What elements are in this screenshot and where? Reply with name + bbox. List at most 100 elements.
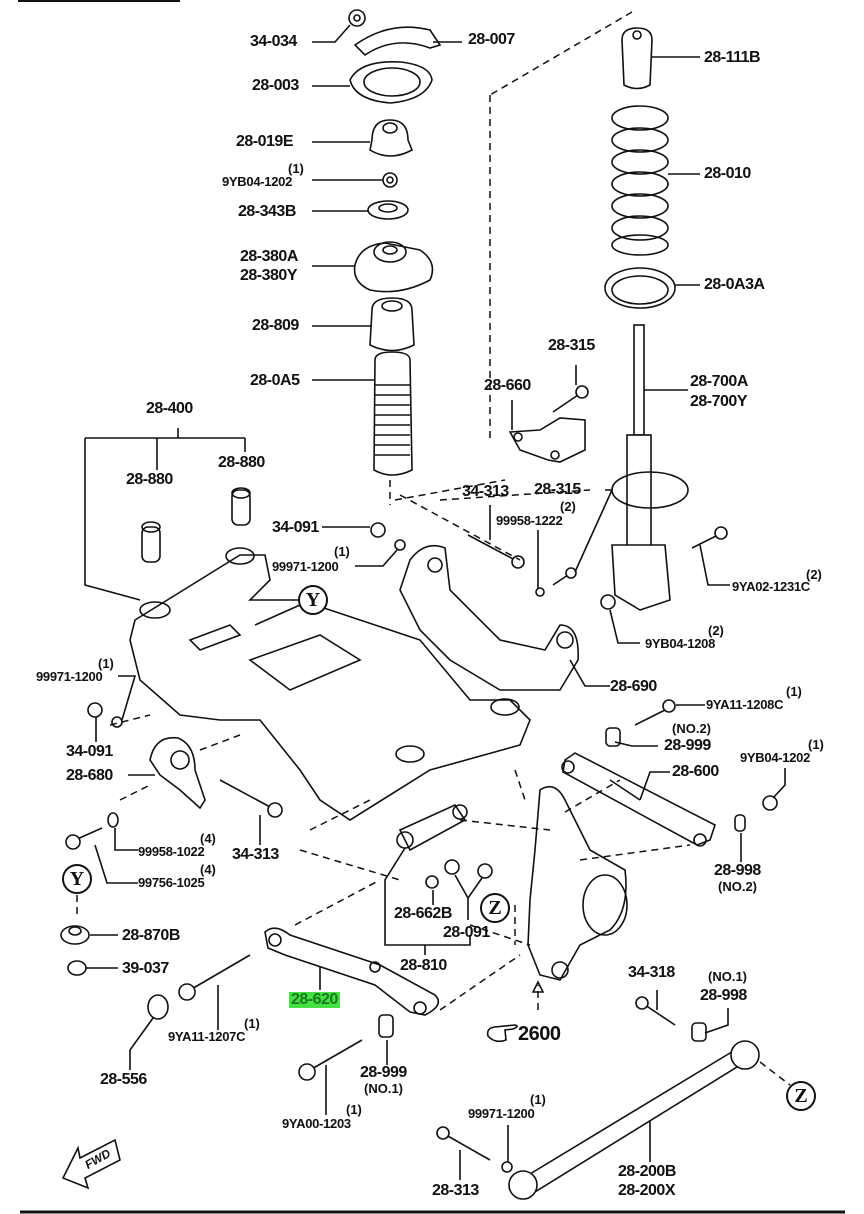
label-28-315-top[interactable]: 28-315 <box>548 337 595 354</box>
label-9YB04-1202-top[interactable]: 9YB04-1202 <box>222 174 292 189</box>
bushing-28-880-right-shape <box>231 487 251 526</box>
label-99958-1022[interactable]: 99958-1022 <box>138 844 205 859</box>
label-28-998-no2[interactable]: 28-998 <box>714 862 761 879</box>
label-99971-1200-top[interactable]: 99971-1200 <box>272 559 339 574</box>
label-9YA02-1231C[interactable]: 9YA02-1231C <box>732 579 810 594</box>
label-28-091[interactable]: 28-091 <box>443 924 490 941</box>
label-34-034[interactable]: 34-034 <box>250 33 297 50</box>
leader-28-091 <box>454 874 483 920</box>
bolt-9YA11-1208C-shape <box>634 699 676 726</box>
qty-9YA00-1203: (1) <box>346 1102 362 1117</box>
bolt-34-318-shape <box>635 996 676 1026</box>
label-28-003[interactable]: 28-003 <box>252 77 299 94</box>
label-28-680[interactable]: 28-680 <box>66 767 113 784</box>
label-28-200B[interactable]: 28-200B <box>618 1163 676 1180</box>
leader-9YB04-1208 <box>609 609 640 644</box>
nut-39-037-shape <box>67 960 87 976</box>
label-99958-1222[interactable]: 99958-1222 <box>496 513 563 528</box>
washer-99958-1022-shape <box>107 812 119 828</box>
label-28-010[interactable]: 28-010 <box>704 165 751 182</box>
arm-28-690-shape <box>399 544 579 691</box>
nut-34-034-shape <box>348 9 366 27</box>
label-9YB04-1202-right[interactable]: 9YB04-1202 <box>740 750 810 765</box>
label-28-556[interactable]: 28-556 <box>100 1071 147 1088</box>
label-28-880-left[interactable]: 28-880 <box>126 471 173 488</box>
label-99971-1200-bottom[interactable]: 99971-1200 <box>468 1106 535 1121</box>
label-28-662B[interactable]: 28-662B <box>394 905 452 922</box>
label-99756-1025[interactable]: 99756-1025 <box>138 875 205 890</box>
label-39-037[interactable]: 39-037 <box>122 960 169 977</box>
label-28-0A5[interactable]: 28-0A5 <box>250 372 300 389</box>
crossmember-28-400-shape <box>129 547 531 821</box>
pointing-hand-icon <box>486 1024 518 1043</box>
label-28-999-no2[interactable]: 28-999 <box>664 737 711 754</box>
bracket-28-007-shape <box>353 26 442 57</box>
label-28-880-right[interactable]: 28-880 <box>218 454 265 471</box>
label-28-380A[interactable]: 28-380A <box>240 248 298 265</box>
label-99971-1200-left[interactable]: 99971-1200 <box>36 669 103 684</box>
bolt-28-315-top-shape <box>552 385 589 413</box>
knuckle-2600-shape <box>527 785 628 981</box>
note-28-998-no1: (NO.1) <box>708 969 747 984</box>
link-28-200-shape <box>508 1040 760 1200</box>
clip-99971-1200-top-shape <box>394 539 406 551</box>
label-9YA00-1203[interactable]: 9YA00-1203 <box>282 1116 351 1131</box>
label-34-313-top[interactable]: 34-313 <box>462 483 509 500</box>
label-28-700Y[interactable]: 28-700Y <box>690 393 748 410</box>
label-34-318[interactable]: 34-318 <box>628 964 675 981</box>
label-9YA11-1208C[interactable]: 9YA11-1208C <box>706 697 784 712</box>
label-28-315-mid[interactable]: 28-315 <box>534 481 581 498</box>
leader-9YB04-1202-right <box>772 768 786 799</box>
label-28-998-no1[interactable]: 28-998 <box>700 987 747 1004</box>
label-28-343B[interactable]: 28-343B <box>238 203 296 220</box>
qty-99971-1200-left: (1) <box>98 656 114 671</box>
label-28-809[interactable]: 28-809 <box>252 317 299 334</box>
label-28-313[interactable]: 28-313 <box>432 1182 479 1199</box>
bolt-9YA00-1203-shape <box>298 1039 363 1081</box>
nut-28-091-b-shape <box>477 863 493 879</box>
label-34-313-left[interactable]: 34-313 <box>232 846 279 863</box>
label-28-019E[interactable]: 28-019E <box>236 133 294 150</box>
qty-99756-1025: (4) <box>200 862 216 877</box>
label-28-007[interactable]: 28-007 <box>468 31 515 48</box>
label-28-620-highlighted[interactable]: 28-620 <box>289 991 340 1008</box>
label-9YA11-1207C[interactable]: 9YA11-1207C <box>168 1029 246 1044</box>
clip-99971-1200-left-shape <box>111 716 123 728</box>
bolt-28-315-mid-shape <box>552 567 577 586</box>
fwd-arrow-icon <box>61 1138 121 1190</box>
label-28-810[interactable]: 28-810 <box>400 957 447 974</box>
label-28-600[interactable]: 28-600 <box>672 763 719 780</box>
callout-z-right: Z <box>786 1081 816 1111</box>
bolt-99756-1025-shape <box>65 827 103 850</box>
seat-28-343B-shape <box>367 200 409 220</box>
leader-28-690 <box>569 659 610 687</box>
label-28-0A3A[interactable]: 28-0A3A <box>704 276 765 293</box>
nut-9YB04-1208-shape <box>600 594 616 610</box>
label-28-700A[interactable]: 28-700A <box>690 373 748 390</box>
leader-34-034 <box>312 24 351 43</box>
label-28-690[interactable]: 28-690 <box>610 678 657 695</box>
bolt-28-313-shape <box>436 1126 491 1161</box>
label-28-400[interactable]: 28-400 <box>146 400 193 417</box>
qty-99958-1022: (4) <box>200 831 216 846</box>
leader-28-556 <box>129 1017 154 1070</box>
label-34-091-left[interactable]: 34-091 <box>66 743 113 760</box>
label-28-660[interactable]: 28-660 <box>484 377 531 394</box>
label-34-091-top[interactable]: 34-091 <box>272 519 319 536</box>
qty-99958-1222: (2) <box>560 499 576 514</box>
qty-9YB04-1202-top: (1) <box>288 161 304 176</box>
label-9YB04-1208[interactable]: 9YB04-1208 <box>645 636 715 651</box>
label-reference-2600[interactable]: 2600 <box>518 1023 561 1045</box>
nut-28-091-a-shape <box>444 859 460 875</box>
arrow-up-icon <box>531 980 545 993</box>
qty-9YA11-1208C: (1) <box>786 684 802 699</box>
label-28-200X[interactable]: 28-200X <box>618 1182 676 1199</box>
qty-99971-1200-top: (1) <box>334 544 350 559</box>
label-28-111B[interactable]: 28-111B <box>704 49 761 66</box>
label-28-380Y[interactable]: 28-380Y <box>240 267 298 284</box>
label-28-999-no1[interactable]: 28-999 <box>360 1064 407 1081</box>
label-28-870B[interactable]: 28-870B <box>122 927 180 944</box>
cap-28-556-shape <box>147 994 169 1020</box>
callout-z-mid: Z <box>480 893 510 923</box>
